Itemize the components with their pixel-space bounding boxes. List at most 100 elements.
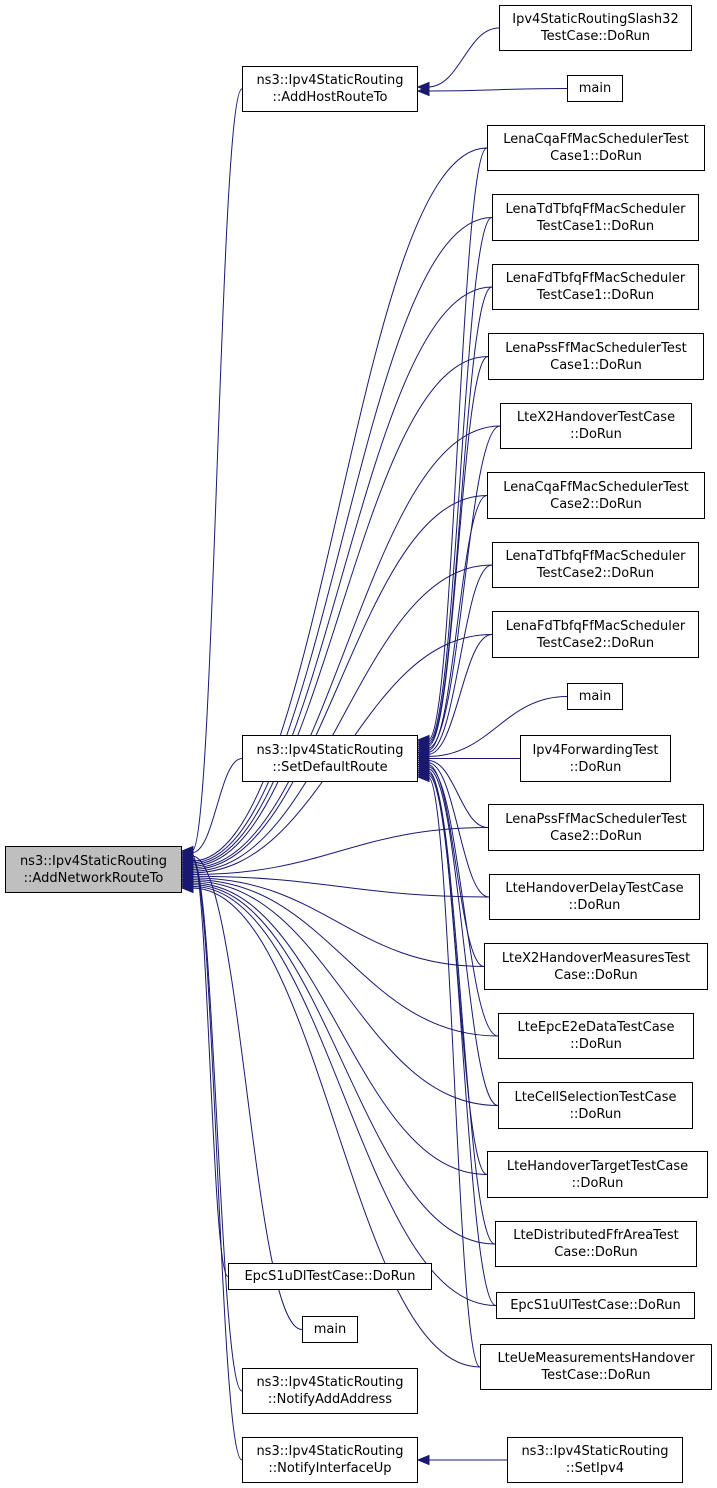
- edge-pss_case2-to-add_network_route_to: [191, 827, 489, 876]
- arrowhead: [416, 771, 430, 783]
- arrowhead: [416, 85, 430, 97]
- node-main-bottom[interactable]: main: [302, 1316, 358, 1343]
- node-label-line: LteX2HandoverTestCase: [516, 410, 676, 425]
- edge-pss_case1-to-add_network_route_to: [191, 356, 489, 867]
- node-label-line: Ipv4ForwardingTest: [532, 742, 659, 758]
- node-ltehandovertargettestcase-dorun[interactable]: LteHandoverTargetTestCase::DoRun: [487, 1151, 708, 1198]
- edge-distributed_ffr-to-add_network_route_to: [191, 884, 496, 1245]
- node-main-top[interactable]: main: [567, 75, 623, 102]
- node-label-line: LteHandoverTargetTestCase: [506, 1158, 689, 1174]
- node-ltex2handovertestcase-dorun[interactable]: LteX2HandoverTestCase::DoRun: [500, 403, 692, 449]
- edge-main_bottom-to-add_network_route_to: [191, 855, 303, 1330]
- edge-fd_case2-to-set_default_route: [427, 634, 493, 755]
- node-label-line: EpcS1uUlTestCase::DoRun: [510, 1298, 681, 1313]
- arrowhead: [416, 1454, 430, 1466]
- node-label-line: ns3::Ipv4StaticRouting: [256, 742, 404, 758]
- edge-ue_measurements-to-set_default_route: [427, 776, 481, 1368]
- node-label-line: LteUeMeasurementsHandover: [497, 1351, 695, 1366]
- edge-notify_add_address-to-add_network_route_to: [191, 857, 243, 1392]
- node-label-line: LenaFdTbfqFfMacScheduler: [505, 618, 686, 634]
- node-label-line: LteCellSelectionTestCase: [514, 1089, 677, 1105]
- edge-epc_e2e-to-set_default_route: [427, 766, 499, 1037]
- node-ns3-ipv4staticrouting-setipv4[interactable]: ns3::Ipv4StaticRouting::SetIpv4: [507, 1437, 683, 1483]
- node-label-line: TestCase1::DoRun: [536, 218, 655, 234]
- node-label-line: ::SetDefaultRoute: [272, 759, 388, 775]
- node-label-line: ns3::Ipv4StaticRouting: [521, 1444, 669, 1459]
- edge-epc_e2e-to-add_network_route_to: [191, 879, 499, 1037]
- node-label-line: TestCase2::DoRun: [536, 566, 655, 581]
- edge-set_default_route-to-add_network_route_to: [191, 758, 243, 854]
- node-label-line: LenaPssFfMacSchedulerTest: [505, 811, 687, 827]
- edge-ue_measurements-to-add_network_route_to: [191, 887, 481, 1368]
- node-ns3-ipv4staticrouting-notifyaddaddress[interactable]: ns3::Ipv4StaticRouting::NotifyAddAddress: [242, 1368, 418, 1414]
- node-ns3-ipv4staticrouting-setdefaultroute[interactable]: ns3::Ipv4StaticRouting::SetDefaultRoute: [242, 735, 418, 782]
- node-label-line: Case1::DoRun: [550, 149, 642, 164]
- node-label-line: TestCase::DoRun: [541, 1368, 651, 1383]
- edge-handover_delay-to-add_network_route_to: [191, 875, 490, 898]
- node-epcs1udltestcase-dorun[interactable]: EpcS1uDlTestCase::DoRun: [228, 1263, 432, 1290]
- node-label-line: TestCase1::DoRun: [536, 288, 655, 303]
- node-label-line: Case2::DoRun: [550, 828, 642, 844]
- node-label-line: ::DoRun: [569, 1106, 622, 1122]
- node-main-mid[interactable]: main: [567, 683, 623, 710]
- node-label-line: Case2::DoRun: [550, 496, 642, 512]
- node-label-line: TestCase2::DoRun: [536, 635, 655, 651]
- edge-cqa_case2-to-add_network_route_to: [191, 495, 488, 870]
- node-label-line: TestCase::DoRun: [540, 29, 651, 44]
- edge-fd_case1-to-add_network_route_to: [191, 286, 493, 865]
- node-label-line: ::DoRun: [568, 898, 621, 913]
- edge-handover_delay-to-set_default_route: [427, 762, 490, 898]
- node-epcs1uultestcase-dorun[interactable]: EpcS1uUlTestCase::DoRun: [496, 1292, 695, 1319]
- edge-cell_selection-to-set_default_route: [427, 768, 499, 1106]
- node-label-line: LenaCqaFfMacSchedulerTest: [503, 132, 689, 147]
- edge-handover_target-to-add_network_route_to: [191, 882, 488, 1175]
- node-label-line: EpcS1uDlTestCase::DoRun: [244, 1269, 416, 1284]
- node-label-line: main: [313, 1322, 347, 1337]
- edge-fd_case1-to-set_default_route: [427, 286, 493, 745]
- node-label-line: LenaPssFfMacSchedulerTest: [505, 340, 687, 356]
- node-label-line: ns3::Ipv4StaticRouting: [19, 853, 168, 869]
- node-label-line: LteHandoverDelayTestCase: [505, 881, 684, 896]
- edge-cqa_case1-to-set_default_route: [427, 147, 488, 741]
- node-label-line: LenaCqaFfMacSchedulerTest: [503, 479, 689, 495]
- node-ns3-ipv4staticrouting-addhostrouteto[interactable]: ns3::Ipv4StaticRouting::AddHostRouteTo: [242, 66, 418, 112]
- node-ltecellselectiontestcase-dorun[interactable]: LteCellSelectionTestCase::DoRun: [498, 1082, 693, 1129]
- node-label-line: ::DoRun: [569, 759, 622, 775]
- edge-cqa_case2-to-set_default_route: [427, 495, 488, 751]
- edge-epc_s1u_ul-to-set_default_route: [427, 774, 497, 1306]
- node-ltehandoverdelaytestcase-dorun[interactable]: LteHandoverDelayTestCase::DoRun: [489, 874, 700, 920]
- node-label-line: main: [578, 689, 612, 704]
- edge-add_host_route_to-to-add_network_route_to: [191, 88, 243, 852]
- edge-x2_handover-to-add_network_route_to: [191, 425, 501, 869]
- node-label-line: Case::DoRun: [554, 967, 638, 983]
- node-ns3-ipv4staticrouting-notifyinterfaceup[interactable]: ns3::Ipv4StaticRouting::NotifyInterfaceU…: [242, 1437, 418, 1483]
- node-label-line: LteX2HandoverMeasuresTest: [501, 950, 691, 966]
- node-lteepce2edatatestcase-dorun[interactable]: LteEpcE2eDataTestCase::DoRun: [498, 1013, 694, 1059]
- edge-td_case2-to-set_default_route: [427, 564, 493, 753]
- node-label-line: ::AddHostRouteTo: [272, 90, 388, 105]
- node-label-line: Case::DoRun: [554, 1245, 638, 1260]
- edge-cell_selection-to-add_network_route_to: [191, 880, 499, 1106]
- edge-ipv4_slash32-to-add_host_route_to: [427, 27, 500, 88]
- node-label-line: LteEpcE2eDataTestCase: [517, 1020, 675, 1035]
- edge-main_mid-to-set_default_route: [427, 696, 568, 757]
- node-ipv4forwardingtest-dorun[interactable]: Ipv4ForwardingTest::DoRun: [520, 735, 671, 782]
- node-label-line: ::DoRun: [570, 427, 622, 442]
- edge-td_case1-to-set_default_route: [427, 217, 493, 743]
- node-label-line: ns3::Ipv4StaticRouting: [256, 1375, 404, 1390]
- node-label-line: LenaFdTbfqFfMacScheduler: [505, 271, 686, 286]
- node-label-line: ::DoRun: [571, 1175, 624, 1191]
